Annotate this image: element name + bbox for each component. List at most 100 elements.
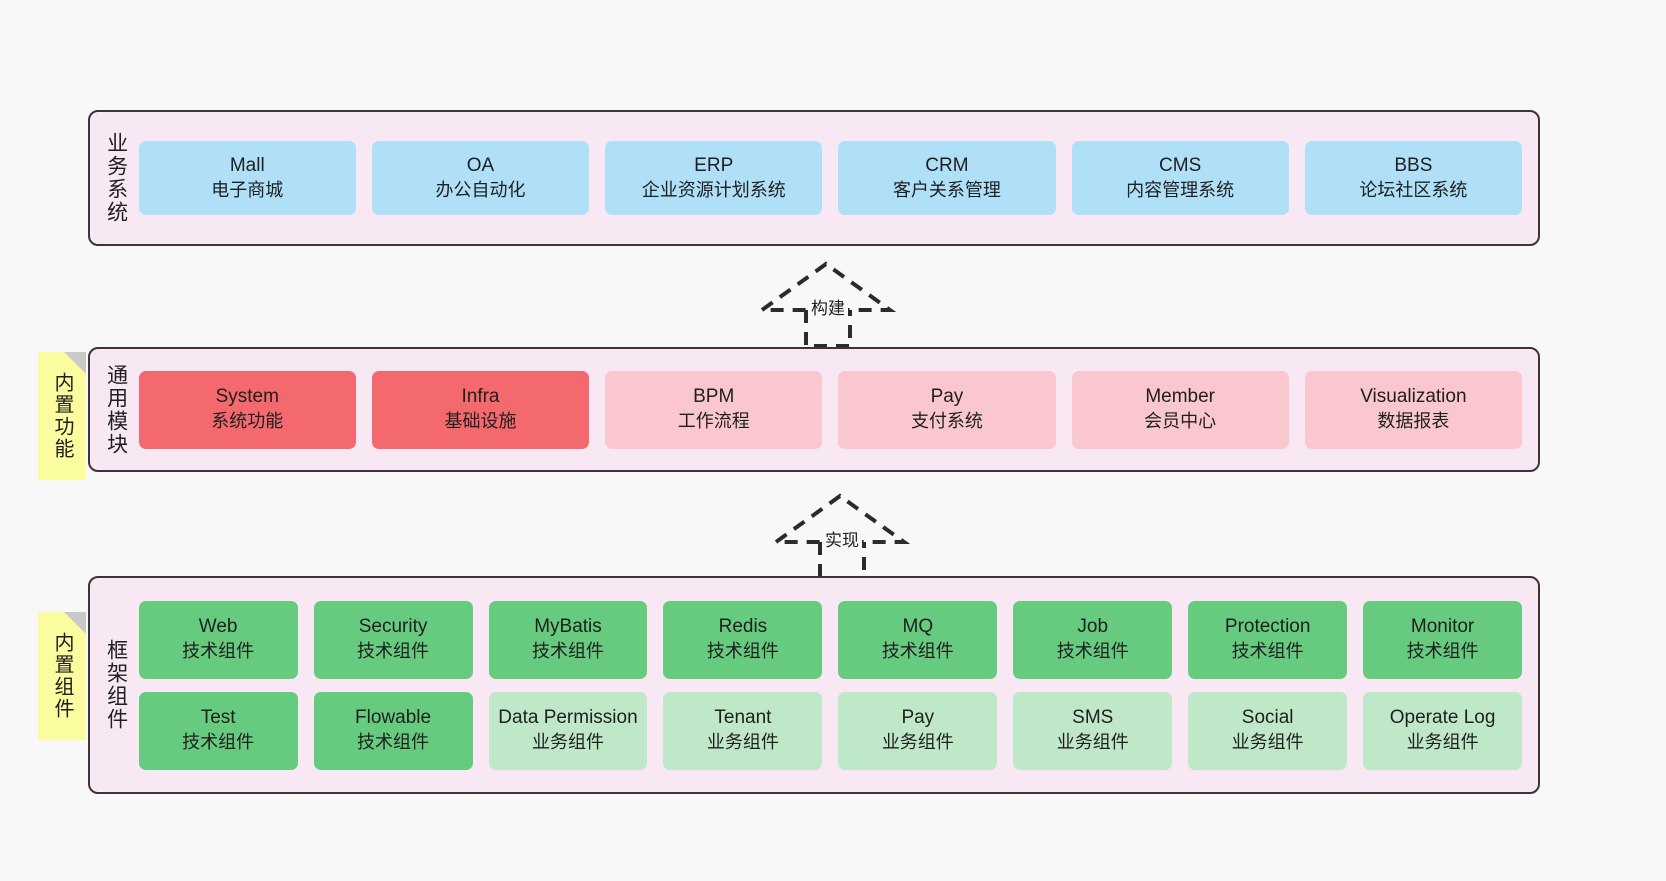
- component-name: Web: [198, 616, 238, 638]
- component-name: Job: [1077, 616, 1109, 638]
- component-name: MQ: [902, 616, 934, 638]
- component-box-operate-log[interactable]: Operate Log 业务组件: [1363, 691, 1523, 770]
- layer-title-business-systems: 业务系统: [104, 132, 128, 224]
- component-box-mq[interactable]: MQ 技术组件: [838, 600, 998, 679]
- module-desc: 支付系统: [910, 411, 983, 432]
- layer-title-common-modules: 通用模块: [104, 363, 128, 456]
- component-box-protection[interactable]: Protection 技术组件: [1188, 600, 1348, 679]
- module-name: ERP: [694, 154, 734, 176]
- module-box-crm[interactable]: CRM 客户关系管理: [838, 141, 1056, 215]
- component-kind: 技术组件: [531, 641, 604, 662]
- component-name: Social: [1241, 707, 1294, 729]
- module-name: Infra: [461, 386, 500, 408]
- component-kind: 技术组件: [881, 641, 954, 662]
- component-kind: 业务组件: [1056, 732, 1129, 753]
- module-desc: 内容管理系统: [1126, 179, 1235, 200]
- module-name: System: [215, 386, 279, 408]
- layer-common-modules: 通用模块 System 系统功能 Infra 基础设施 BPM 工作流程 Pay…: [88, 347, 1540, 472]
- module-desc: 论坛社区系统: [1359, 179, 1468, 200]
- module-desc: 系统功能: [211, 411, 284, 432]
- component-box-flowable[interactable]: Flowable 技术组件: [313, 691, 473, 770]
- connector-label-realize: 实现: [822, 526, 862, 551]
- box-row: System 系统功能 Infra 基础设施 BPM 工作流程 Pay 支付系统…: [138, 370, 1522, 449]
- component-box-social[interactable]: Social 业务组件: [1188, 691, 1348, 770]
- component-box-job[interactable]: Job 技术组件: [1013, 600, 1173, 679]
- component-box-tenant[interactable]: Tenant 业务组件: [663, 691, 823, 770]
- component-kind: 技术组件: [357, 732, 430, 753]
- component-kind: 业务组件: [881, 732, 954, 753]
- component-kind: 业务组件: [706, 732, 779, 753]
- module-name: BPM: [693, 386, 735, 408]
- layer-framework-components: 框架组件 Web 技术组件 Security 技术组件 MyBatis 技术组件…: [88, 576, 1540, 794]
- component-name: Redis: [718, 616, 768, 638]
- module-desc: 工作流程: [677, 411, 750, 432]
- sticky-note-builtin-components: 内置组件: [38, 612, 86, 740]
- component-name: Flowable: [355, 707, 432, 729]
- component-name: Security: [358, 616, 428, 638]
- module-name: CMS: [1159, 154, 1202, 176]
- module-box-erp[interactable]: ERP 企业资源计划系统: [605, 141, 823, 215]
- component-kind: 技术组件: [706, 641, 779, 662]
- module-name: Mall: [229, 154, 265, 176]
- component-box-pay[interactable]: Pay 业务组件: [838, 691, 998, 770]
- component-box-web[interactable]: Web 技术组件: [138, 600, 298, 679]
- module-desc: 会员中心: [1144, 411, 1217, 432]
- component-kind: 技术组件: [182, 732, 255, 753]
- layer-business-systems: 业务系统 Mall 电子商城 OA 办公自动化 ERP 企业资源计划系统 CRM…: [88, 110, 1540, 246]
- module-box-visualization[interactable]: Visualization 数据报表: [1304, 370, 1522, 449]
- module-box-infra[interactable]: Infra 基础设施: [371, 370, 590, 449]
- component-kind: 技术组件: [357, 641, 430, 662]
- component-name: Test: [200, 707, 236, 729]
- module-box-bbs[interactable]: BBS 论坛社区系统: [1304, 141, 1522, 215]
- component-name: Operate Log: [1389, 707, 1496, 729]
- module-desc: 基础设施: [444, 411, 517, 432]
- module-name: Pay: [930, 386, 964, 408]
- module-desc: 企业资源计划系统: [641, 179, 786, 200]
- component-box-data-permission[interactable]: Data Permission 业务组件: [488, 691, 648, 770]
- module-name: Visualization: [1360, 386, 1467, 408]
- module-box-member[interactable]: Member 会员中心: [1071, 370, 1289, 449]
- module-box-cms[interactable]: CMS 内容管理系统: [1071, 141, 1289, 215]
- component-name: MyBatis: [534, 616, 602, 638]
- box-row: Web 技术组件 Security 技术组件 MyBatis 技术组件 Redi…: [138, 600, 1523, 679]
- component-box-mybatis[interactable]: MyBatis 技术组件: [488, 600, 648, 679]
- module-name: OA: [466, 154, 495, 176]
- component-name: Tenant: [714, 707, 772, 729]
- sticky-note-label: 内置功能: [51, 372, 73, 460]
- component-box-security[interactable]: Security 技术组件: [313, 600, 473, 679]
- box-row: Mall 电子商城 OA 办公自动化 ERP 企业资源计划系统 CRM 客户关系…: [138, 141, 1522, 215]
- component-kind: 技术组件: [1406, 641, 1479, 662]
- component-name: SMS: [1072, 707, 1114, 729]
- module-box-pay[interactable]: Pay 支付系统: [838, 370, 1056, 449]
- module-desc: 办公自动化: [435, 179, 526, 200]
- folded-corner-icon: [64, 352, 86, 374]
- component-box-test[interactable]: Test 技术组件: [138, 691, 298, 770]
- connector-build: 构建: [755, 258, 900, 348]
- component-box-redis[interactable]: Redis 技术组件: [663, 600, 823, 679]
- component-box-monitor[interactable]: Monitor 技术组件: [1363, 600, 1523, 679]
- layer-common-boxes: System 系统功能 Infra 基础设施 BPM 工作流程 Pay 支付系统…: [135, 370, 1538, 449]
- component-name: Pay: [901, 707, 935, 729]
- component-name: Data Permission: [498, 707, 638, 729]
- layer-business-boxes: Mall 电子商城 OA 办公自动化 ERP 企业资源计划系统 CRM 客户关系…: [135, 141, 1538, 215]
- component-kind: 技术组件: [182, 641, 255, 662]
- connector-realize: 实现: [769, 492, 914, 580]
- module-box-system[interactable]: System 系统功能: [138, 370, 356, 449]
- module-box-bpm[interactable]: BPM 工作流程: [605, 370, 823, 449]
- layer-title-framework-components: 框架组件: [104, 639, 128, 731]
- module-box-oa[interactable]: OA 办公自动化: [371, 141, 590, 215]
- connector-label-build: 构建: [808, 294, 848, 319]
- module-name: BBS: [1394, 154, 1433, 176]
- sticky-note-label: 内置组件: [51, 632, 73, 720]
- component-kind: 技术组件: [1056, 641, 1129, 662]
- module-desc: 数据报表: [1377, 411, 1450, 432]
- component-box-sms[interactable]: SMS 业务组件: [1013, 691, 1173, 770]
- folded-corner-icon: [64, 612, 86, 634]
- component-kind: 技术组件: [1231, 641, 1304, 662]
- component-kind: 业务组件: [1406, 732, 1479, 753]
- sticky-note-builtin-features: 内置功能: [38, 352, 86, 480]
- component-kind: 业务组件: [1231, 732, 1304, 753]
- module-box-mall[interactable]: Mall 电子商城: [138, 141, 356, 215]
- module-desc: 客户关系管理: [892, 179, 1001, 200]
